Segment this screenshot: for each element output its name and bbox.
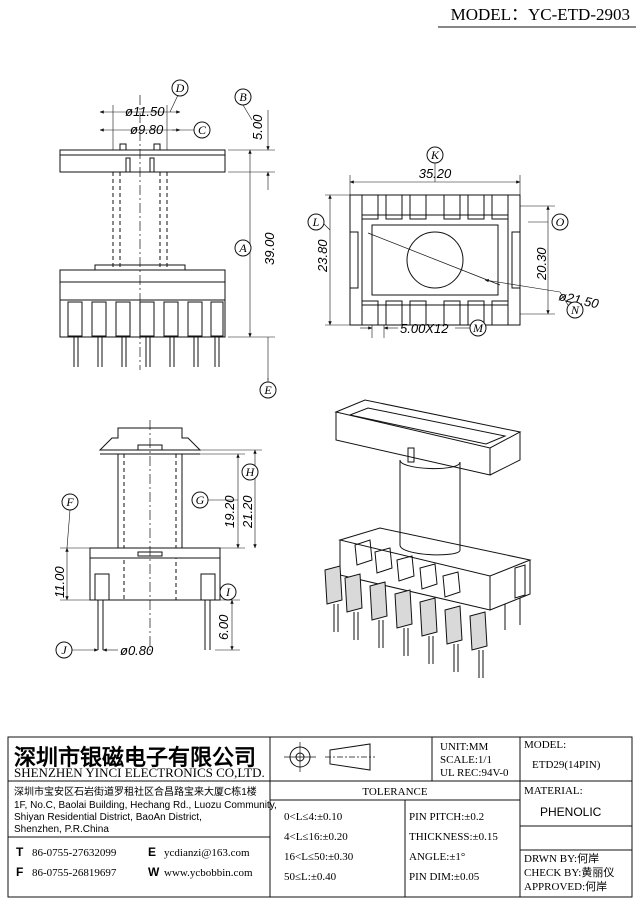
address-en-2: Shiyan Residential District, BaoAn Distr…: [14, 812, 202, 823]
top-balloons: K L O N M: [307, 146, 584, 337]
contact-w-key: W: [148, 865, 160, 879]
dim-f-value: 11.00: [52, 566, 67, 598]
contact-t-value: 86-0755-27632099: [32, 847, 117, 859]
unit-label: UNIT:MM: [440, 741, 489, 753]
balloon-f: F: [65, 495, 74, 509]
company-en: SHENZHEN YINCI ELECTRONICS CO,LTD.: [14, 765, 265, 780]
ul-label: UL REC:94V-0: [440, 767, 509, 779]
contact-e-key: E: [148, 845, 156, 859]
check-by: CHECK BY:黄丽仪: [524, 865, 614, 879]
tolerance-right-3: ANGLE:±1°: [409, 851, 465, 863]
side-view: [60, 420, 262, 655]
dim-h-value: 21.20: [240, 495, 255, 529]
tolerance-right-1: PIN PITCH:±0.2: [409, 811, 484, 823]
address-en-1: 1F, No.C, Baolai Building, Hechang Rd., …: [14, 800, 277, 811]
balloon-a: A: [238, 241, 247, 255]
dim-b-value: 5.00: [250, 114, 265, 140]
material-label: MATERIAL:: [524, 785, 583, 797]
model-value: ETD29(14PIN): [532, 759, 601, 771]
dim-g-value: 19.20: [222, 495, 237, 528]
title-block: [7, 736, 633, 898]
contact-f-value: 86-0755-26819697: [32, 867, 117, 879]
model-label: MODEL:: [524, 739, 566, 751]
scale-label: SCALE:1/1: [440, 754, 492, 766]
contact-e-value: ycdianzi@163.com: [164, 847, 250, 859]
balloon-o: O: [556, 215, 565, 229]
contact-t-key: T: [16, 845, 24, 859]
dim-d-value: ø11.50: [125, 104, 165, 119]
top-view: [321, 163, 569, 338]
front-dims: ø11.50 ø9.80 5.00 39.00: [125, 104, 277, 265]
front-view: [59, 94, 275, 384]
balloon-e: E: [263, 383, 272, 397]
balloon-j: J: [61, 643, 67, 657]
contact-f-key: F: [16, 865, 23, 879]
tolerance-left-2: 4<L≤16:±0.20: [284, 831, 348, 843]
tolerance-right-4: PIN DIM:±0.05: [409, 871, 480, 883]
balloon-l: L: [312, 215, 320, 229]
dim-i-value: 6.00: [216, 614, 231, 640]
dim-l-value: 23.80: [315, 239, 330, 273]
contact-w-value: www.ycbobbin.com: [164, 867, 253, 879]
tolerance-left-3: 16<L≤50:±0.30: [284, 851, 354, 863]
drawn-by: DRWN BY:何岸: [524, 852, 599, 865]
front-balloons: D C B A E: [171, 79, 277, 399]
dim-j-value: ø0.80: [120, 643, 154, 658]
tolerance-title: TOLERANCE: [362, 786, 427, 798]
address-cn: 深圳市宝安区石岩街道罗租社区合昌路宝来大厦C栋1楼: [14, 785, 257, 798]
tolerance-right-2: THICKNESS:±0.15: [409, 831, 498, 843]
balloon-k: K: [430, 148, 440, 162]
dim-m-value: 5.00X12: [400, 321, 449, 336]
balloon-n: N: [570, 303, 580, 317]
balloon-h: H: [245, 465, 256, 479]
balloon-d: D: [175, 81, 185, 95]
approved-by: APPROVED:何岸: [524, 880, 607, 893]
balloon-m: M: [472, 321, 484, 335]
tolerance-left-4: 50≤L:±0.40: [284, 871, 337, 883]
address-en-3: Shenzhen, P.R.China: [14, 824, 109, 835]
balloon-i: I: [225, 585, 231, 599]
dim-c-value: ø9.80: [130, 122, 164, 137]
side-balloons: H G F I J: [55, 463, 259, 659]
balloon-c: C: [198, 123, 207, 137]
model-header: MODEL：YC-ETD-2903: [451, 5, 630, 24]
title-block-text: 深圳市银磁电子有限公司 SHENZHEN YINCI ELECTRONICS C…: [14, 739, 614, 893]
balloon-g: G: [196, 493, 205, 507]
tolerance-left-1: 0<L≤4:±0.10: [284, 811, 343, 823]
dim-k-value: 35.20: [419, 166, 452, 181]
dim-o-value: 20.30: [534, 247, 549, 281]
material-value: PHENOLIC: [540, 805, 602, 819]
side-dims: 19.20 21.20 11.00 6.00 ø0.80: [52, 495, 255, 658]
dim-a-value: 39.00: [262, 232, 277, 265]
company-cn: 深圳市银磁电子有限公司: [14, 745, 256, 771]
balloon-b: B: [239, 90, 247, 104]
isometric-view: [324, 399, 532, 678]
